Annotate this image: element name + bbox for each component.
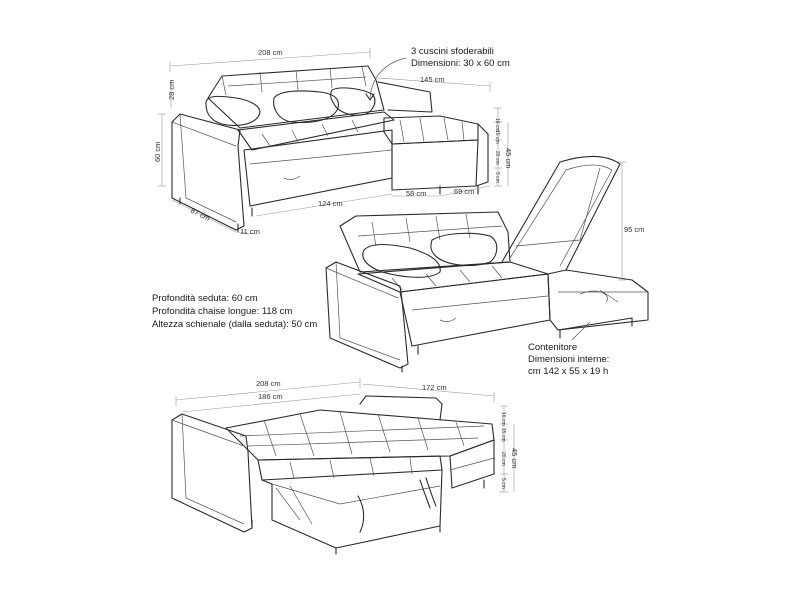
dim-bed-width: 208 cm	[256, 379, 281, 388]
dim-top-seat-width: 124 cm	[318, 199, 343, 208]
dim-bed-length: 172 cm	[422, 383, 447, 392]
dim-bed-side-total: 45 cm	[510, 448, 519, 468]
dim-top-side-total: 45 cm	[504, 148, 513, 168]
note-depth-seat: Profondità seduta: 60 cm	[152, 293, 258, 304]
dim-mid-lift-height: 95 cm	[624, 225, 644, 234]
dim-bed-inner-width: 186 cm	[258, 392, 283, 401]
dim-top-side-feet: 5 cm	[494, 172, 500, 183]
note-storage-dims: cm 142 x 55 x 19 h	[528, 366, 608, 377]
dim-bed-side-cushion: 15 cm	[500, 428, 506, 442]
note-cushions-line1: 3 cuscini sfoderabili	[411, 46, 494, 57]
dim-top-chaise-depth: 58 cm	[406, 189, 426, 198]
dim-bed-side-base: 20 cm	[500, 452, 506, 466]
sofa-bed-view	[171, 395, 495, 555]
cushion-note: 3 cuscini sfoderabili Dimensioni: 30 x 6…	[365, 46, 510, 101]
dim-top-back-height: 28 cm	[167, 80, 176, 100]
dim-top-side-cushion: 15 cm	[494, 130, 500, 144]
bottom-view-dimensions: 208 cm 186 cm 172 cm 16 cm 15 cm 20 cm 5…	[175, 378, 519, 493]
note-storage-sub: Dimensioni interne:	[528, 354, 609, 365]
note-storage-title: Contenitore	[528, 342, 577, 353]
dim-top-chaise-len: 69 cm	[454, 187, 474, 196]
depth-notes: Profondità seduta: 60 cm Profondità chai…	[152, 293, 317, 330]
dim-top-seat-height: 60 cm	[153, 142, 162, 162]
top-view-dimensions: 208 cm 28 cm 145 cm 60 cm 87 cm 11 cm 12…	[153, 48, 513, 236]
dim-top-chaise-width: 145 cm	[420, 75, 445, 84]
dim-top-side-back: 16 cm	[494, 118, 500, 132]
note-depth-chaise: Profondità chaise longue: 118 cm	[152, 306, 292, 317]
middle-view-dimensions: 95 cm	[618, 161, 644, 281]
dim-top-arm: 11 cm	[240, 227, 260, 236]
storage-note: Contenitore Dimensioni interne: cm 142 x…	[528, 321, 609, 377]
dim-bed-side-feet: 5 cm	[500, 478, 506, 489]
dim-top-width: 208 cm	[258, 48, 283, 57]
dim-bed-side-back: 16 cm	[500, 412, 506, 426]
note-backrest-height: Altezza schienale (dalla seduta): 50 cm	[152, 319, 317, 330]
note-cushions-line2: Dimensioni: 30 x 60 cm	[411, 58, 510, 69]
sofa-middle-view	[325, 155, 649, 373]
dim-top-side-base: 20 cm	[494, 151, 500, 165]
sofa-top-view	[171, 65, 489, 233]
